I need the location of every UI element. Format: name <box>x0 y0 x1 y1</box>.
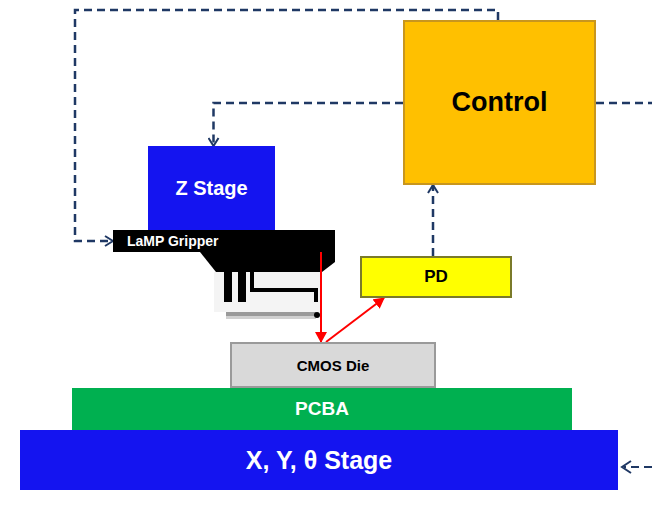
node-label: PCBA <box>295 398 349 420</box>
node-label: PD <box>424 267 448 287</box>
node-label: LaMP Gripper <box>127 233 219 249</box>
gripper-plate-edge <box>226 316 316 319</box>
pcba-box: PCBA <box>72 388 572 430</box>
node-label: X, Y, θ Stage <box>246 446 392 475</box>
node-label: Control <box>452 87 548 118</box>
gripper-body <box>200 252 335 272</box>
node-label: Z Stage <box>175 177 247 200</box>
gripper-frame <box>214 272 322 312</box>
optical-path-arrow <box>326 298 384 342</box>
gripper-plate <box>226 312 316 316</box>
xy-theta-stage-box: X, Y, θ Stage <box>20 430 618 490</box>
control-signal-arrow <box>214 103 404 146</box>
photodiode-box: PD <box>360 256 512 298</box>
gripper-arm <box>224 272 232 302</box>
stage-input-line <box>624 466 652 468</box>
z-stage-box: Z Stage <box>148 146 275 230</box>
control-box: Control <box>403 20 596 185</box>
control-output-line <box>596 102 652 105</box>
cmos-die-box: CMOS Die <box>230 342 436 388</box>
gripper-flexure <box>252 272 316 302</box>
stage-input-head <box>622 461 631 473</box>
control-signal-arrow <box>432 185 435 256</box>
node-label: CMOS Die <box>297 357 370 374</box>
optical-path-arrow <box>320 252 322 342</box>
gripper-tip <box>314 312 320 318</box>
gripper-box: LaMP Gripper <box>113 230 335 252</box>
gripper-arm <box>238 272 246 302</box>
